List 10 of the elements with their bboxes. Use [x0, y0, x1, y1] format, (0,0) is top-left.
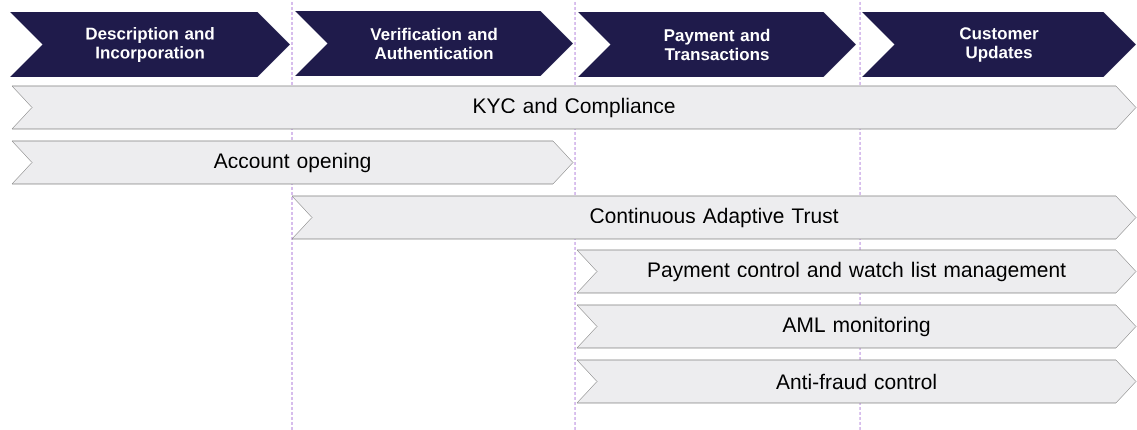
process-band: Payment control and watch list management	[576, 249, 1137, 294]
process-band: AML monitoring	[576, 304, 1137, 349]
process-band: Account opening	[11, 140, 574, 185]
phase-header: Description and Incorporation	[10, 12, 290, 77]
process-band: Anti-fraud control	[576, 359, 1137, 404]
phase-header: Payment and Transactions	[578, 12, 856, 77]
phase-header: Customer Updates	[862, 12, 1136, 77]
process-band: KYC and Compliance	[11, 85, 1137, 130]
process-band: Continuous Adaptive Trust	[291, 195, 1137, 240]
phase-header: Verification and Authentication	[295, 11, 573, 76]
